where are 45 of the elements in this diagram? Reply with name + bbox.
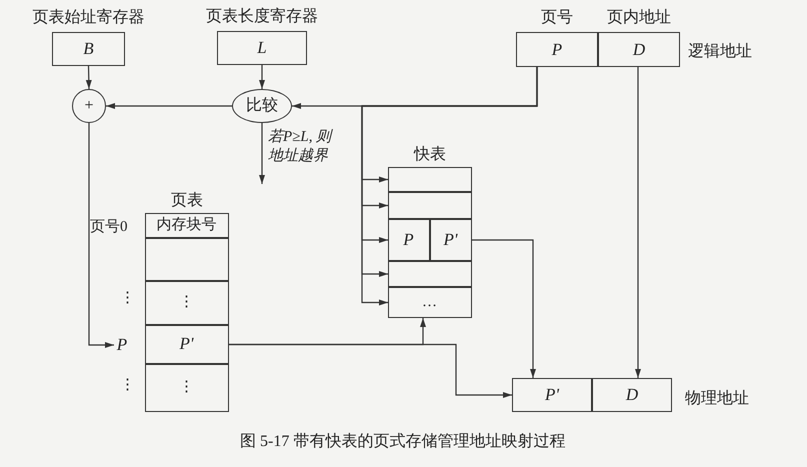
box-heading: 页表长度寄存器 <box>206 7 318 27</box>
row-pointer-text: P <box>114 334 130 356</box>
box-heading: 页表始址寄存器 <box>32 8 144 28</box>
table-cell <box>430 218 472 260</box>
cell-text: P' <box>179 333 194 356</box>
table-cell <box>144 324 228 364</box>
empty-row <box>388 260 472 286</box>
cell-text: ⋮ <box>179 293 194 312</box>
arrow <box>259 65 265 89</box>
table-cell <box>388 218 430 260</box>
cell-text: … <box>422 292 437 312</box>
arrow <box>472 239 536 378</box>
node-text: 比较 <box>246 98 278 114</box>
box-heading: 页号 <box>541 8 573 28</box>
arrow <box>88 123 114 348</box>
node-text: + <box>84 98 94 114</box>
arrow <box>229 318 426 346</box>
variable-text: P <box>552 38 562 61</box>
arrow <box>106 103 232 109</box>
row-label: ⋮ <box>120 289 135 308</box>
box-heading: 页内地址 <box>607 8 671 28</box>
variable-text: D <box>632 38 646 61</box>
box-heading: 页表 <box>171 191 203 211</box>
address-label: 物理地址 <box>685 388 749 409</box>
cell-text: D <box>626 384 638 406</box>
cell-text: 内存块号 <box>156 216 216 235</box>
row-label: ⋮ <box>120 376 135 395</box>
empty-row <box>388 192 472 218</box>
arrow <box>259 123 265 184</box>
cell-text: P' <box>544 384 560 406</box>
cell-text: ⋮ <box>179 378 194 398</box>
table-cell <box>512 378 592 412</box>
figure-caption: 图 5-17 带有快表的页式存储管理地址映射过程 <box>240 432 566 452</box>
empty-row <box>144 238 228 280</box>
variable-text: B <box>83 38 94 60</box>
adder-circle <box>72 89 106 123</box>
cell-text: P <box>403 228 414 251</box>
arrow <box>86 66 92 90</box>
row-label: 页号0 <box>90 218 128 237</box>
address-label: 逻辑地址 <box>688 42 752 62</box>
table-cell <box>144 280 228 324</box>
variable-text: L <box>257 37 267 60</box>
cell-text: P' <box>443 228 458 251</box>
box-heading: 快表 <box>414 145 446 165</box>
arrow <box>635 67 641 378</box>
